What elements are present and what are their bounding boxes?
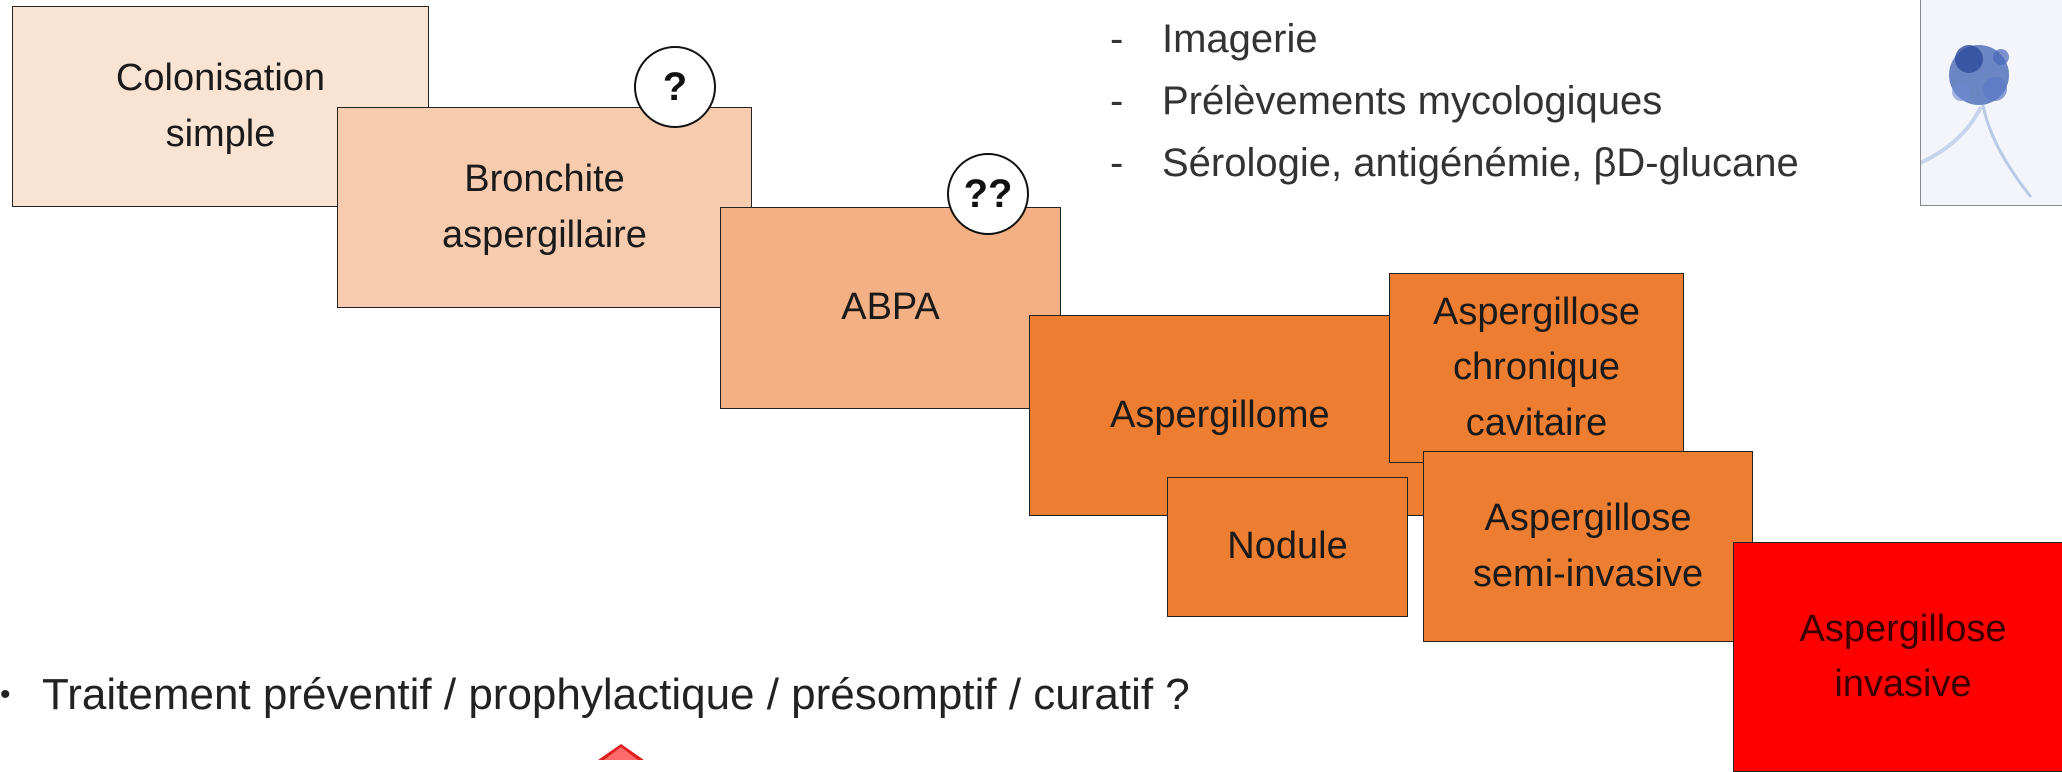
treatment-bullet: • Traitement préventif / prophylactique …: [0, 670, 1190, 720]
box-label: Aspergillome: [1110, 393, 1330, 436]
box-label: Bronchite aspergillaire: [442, 158, 647, 256]
marker-text: ?: [662, 64, 688, 109]
bullet-text: Traitement préventif / prophylactique / …: [42, 670, 1190, 719]
red-arrow-icon: [598, 744, 644, 760]
marker-text: ??: [963, 171, 1013, 216]
list-item-text: Imagerie: [1162, 17, 1318, 61]
box-bronchite-aspergillaire: Bronchite aspergillaire: [337, 107, 752, 308]
box-aspergillose-invasive: Aspergillose invasive: [1733, 542, 2062, 772]
box-label: ABPA: [841, 286, 940, 329]
list-item-text: Sérologie, antigénémie, βD-glucane: [1162, 141, 1799, 185]
list-dash: -: [1110, 79, 1124, 123]
box-aspergillose-semi-invasive: Aspergillose semi-invasive: [1423, 451, 1753, 642]
box-nodule: Nodule: [1167, 477, 1408, 617]
list-dash: -: [1110, 141, 1124, 185]
box-label: Aspergillose invasive: [1799, 607, 2007, 705]
list-item: - Imagerie: [1110, 8, 1799, 70]
micrograph-graphic: [1921, 0, 2062, 205]
diagnostics-list: - Imagerie - Prélèvements mycologiques -…: [1110, 8, 1799, 194]
box-aspergillose-chronique-cavitaire: Aspergillose chronique cavitaire: [1389, 273, 1684, 463]
box-label: Aspergillose chronique cavitaire: [1433, 291, 1640, 444]
box-label: Colonisation simple: [115, 57, 326, 155]
list-item: - Prélèvements mycologiques: [1110, 70, 1799, 132]
list-dash: -: [1110, 17, 1124, 61]
aspergillus-micrograph-image: [1920, 0, 2062, 206]
bullet-symbol: •: [0, 678, 11, 711]
list-item: - Sérologie, antigénémie, βD-glucane: [1110, 132, 1799, 194]
list-item-text: Prélèvements mycologiques: [1162, 79, 1663, 123]
question-marker-double: ??: [947, 153, 1029, 235]
question-marker-single: ?: [634, 46, 716, 128]
box-label: Nodule: [1227, 525, 1348, 568]
box-label: Aspergillose semi-invasive: [1472, 497, 1704, 595]
box-colonisation-simple: Colonisation simple: [12, 6, 429, 207]
box-abpa: ABPA: [720, 207, 1061, 409]
